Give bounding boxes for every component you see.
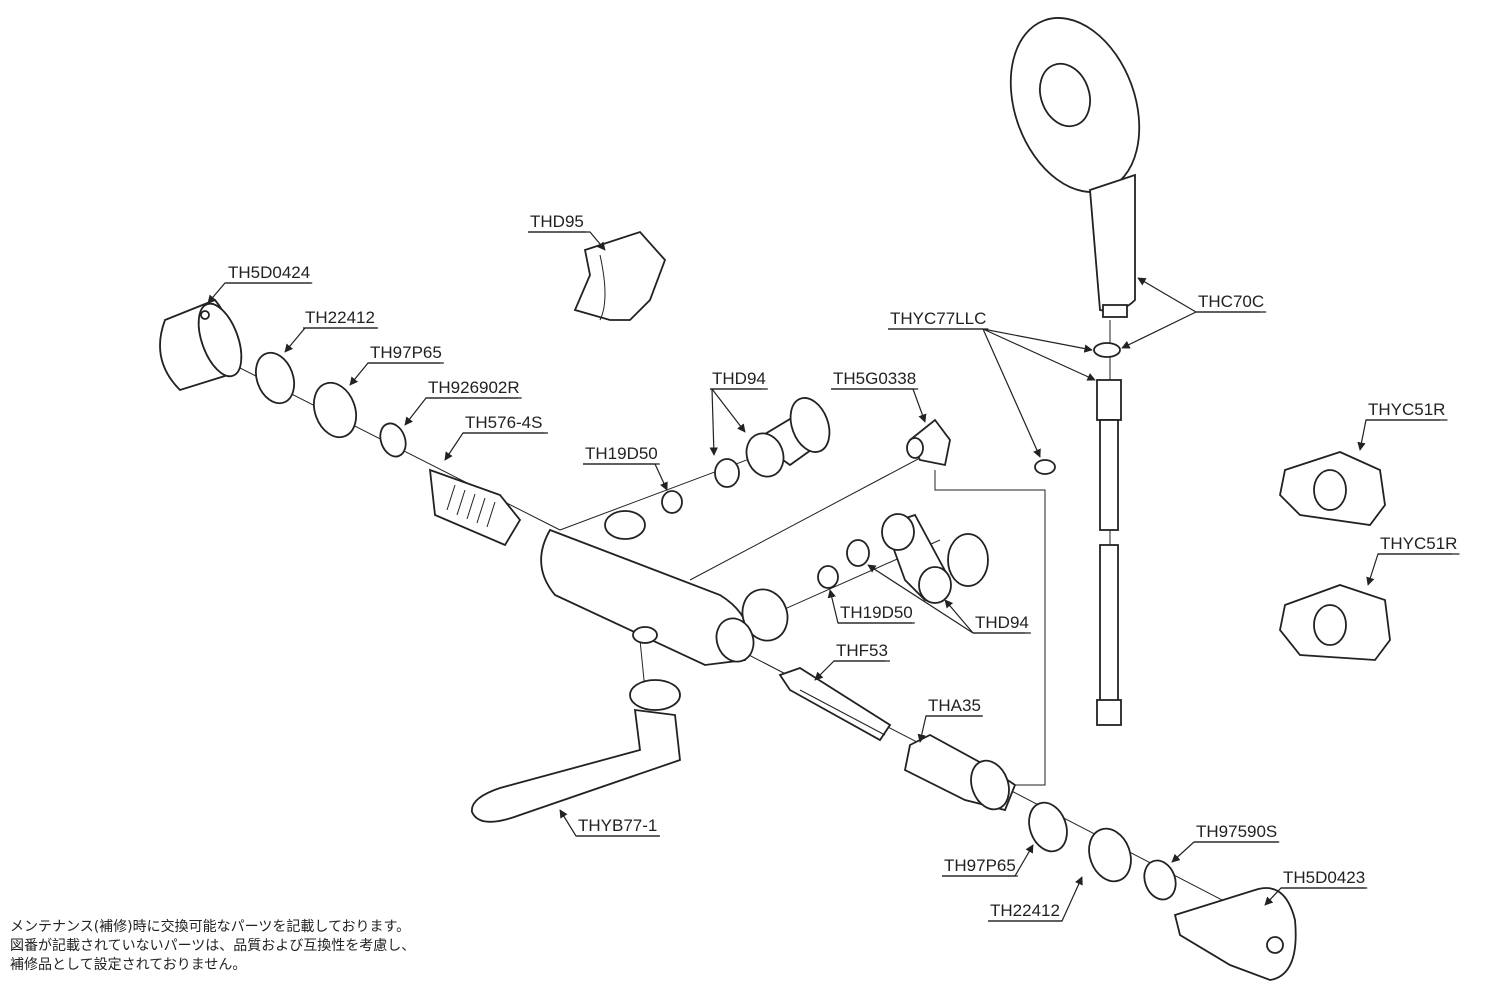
callout-thc70c: THC70C <box>1121 277 1267 349</box>
callout-th22412-left: TH22412 <box>284 308 378 353</box>
svg-text:TH5D0423: TH5D0423 <box>1283 868 1365 887</box>
svg-text:TH22412: TH22412 <box>305 308 375 327</box>
callout-thf53: THF53 <box>814 641 890 681</box>
part-ring-th22412-left <box>254 351 296 405</box>
part-filter-thf53 <box>778 667 892 742</box>
part-holder-thd95 <box>573 230 667 321</box>
svg-text:THYC51R: THYC51R <box>1380 534 1457 553</box>
part-shower-head-thc70c <box>1009 17 1141 318</box>
svg-text:TH97P65: TH97P65 <box>370 343 442 362</box>
note-line-2: 図番が記載されていないパーツは、品質および互換性を考慮し、 <box>10 938 416 954</box>
part-elbow-thd94-upper <box>745 397 831 478</box>
part-elbow-thd94-lower <box>881 513 989 604</box>
part-clip-th97590s <box>1143 859 1177 901</box>
svg-text:THYB77-1: THYB77-1 <box>578 816 657 835</box>
callout-th926902r: TH926902R <box>404 378 522 426</box>
callout-th5g0338: TH5G0338 <box>831 369 927 423</box>
part-cover-th5d0423 <box>1173 887 1297 981</box>
svg-text:THD95: THD95 <box>530 212 584 231</box>
part-adapter-tha35 <box>903 733 1017 812</box>
callout-thd95: THD95 <box>528 212 606 251</box>
callout-th97p65-right: TH97P65 <box>942 844 1034 877</box>
callout-th22412-right: TH22412 <box>988 876 1083 922</box>
callout-th5d0423: TH5D0423 <box>1264 868 1368 906</box>
callout-thyc51r-upper: THYC51R <box>1357 400 1448 451</box>
part-hook-thyc51r-upper <box>1279 451 1386 526</box>
part-ring-th22412-right <box>1088 827 1132 883</box>
part-washer-thyc77llc-top <box>1093 342 1121 358</box>
callout-tha35: THA35 <box>917 696 983 743</box>
note-line-1: メンテナンス(補修)時に交換可能なパーツを記載しております。 <box>10 919 411 935</box>
callout-th97590s: TH97590S <box>1171 822 1280 863</box>
maintenance-note: メンテナンス(補修)時に交換可能なパーツを記載しております。 図番が記載されてい… <box>10 918 415 975</box>
svg-text:THD94: THD94 <box>712 369 766 388</box>
part-strainer-th19d50-lower <box>817 565 839 589</box>
svg-text:TH926902R: TH926902R <box>428 378 520 397</box>
callout-th576-4s: TH576-4S <box>444 413 548 461</box>
part-valve-body <box>540 510 789 666</box>
callout-thyb77-1: THYB77-1 <box>559 809 660 837</box>
svg-text:TH576-4S: TH576-4S <box>465 413 542 432</box>
part-gasket-thd94-lower <box>846 539 870 567</box>
svg-text:TH97590S: TH97590S <box>1196 822 1277 841</box>
svg-text:THF53: THF53 <box>836 641 888 660</box>
callout-thyc77llc: THYC77LLC <box>888 309 1096 458</box>
callout-thd94-upper: THD94 <box>709 369 768 456</box>
callout-th97p65-left: TH97P65 <box>349 343 444 386</box>
callout-th5d0424: TH5D0424 <box>207 263 313 304</box>
part-cover-left <box>159 298 243 392</box>
svg-text:TH97P65: TH97P65 <box>944 856 1016 875</box>
callout-thd94-lower: THD94 <box>867 564 1031 634</box>
part-strainer-th19d50-upper <box>661 490 683 514</box>
svg-text:THD94: THD94 <box>975 613 1029 632</box>
note-line-3: 補修品として設定されておりません。 <box>10 957 247 973</box>
part-washer-thyc77llc-side <box>1034 459 1056 475</box>
svg-text:TH19D50: TH19D50 <box>840 603 913 622</box>
svg-text:TH19D50: TH19D50 <box>585 444 658 463</box>
part-spout-thyb77-1 <box>471 679 681 823</box>
svg-text:TH22412: TH22412 <box>990 901 1060 920</box>
part-elbow-th5g0338 <box>906 418 951 467</box>
svg-text:THYC77LLC: THYC77LLC <box>890 309 986 328</box>
svg-text:THYC51R: THYC51R <box>1368 400 1445 419</box>
part-nut-th97p65-left <box>313 381 357 439</box>
callout-th19d50-upper: TH19D50 <box>583 444 668 491</box>
part-hook-thyc51r-lower <box>1279 584 1391 661</box>
part-nut-th97p65-right <box>1028 801 1068 853</box>
part-cartridge-th576-4s <box>428 468 522 547</box>
part-hose-thyc77llc <box>1096 379 1122 726</box>
svg-text:TH5D0424: TH5D0424 <box>228 263 310 282</box>
part-gasket-thd94-upper <box>714 458 740 488</box>
svg-text:TH5G0338: TH5G0338 <box>833 369 916 388</box>
callout-th19d50-lower: TH19D50 <box>827 589 915 624</box>
svg-text:THA35: THA35 <box>928 696 981 715</box>
callout-thyc51r-lower: THYC51R <box>1366 534 1460 586</box>
part-clip-th926902r <box>379 422 407 458</box>
svg-text:THC70C: THC70C <box>1198 292 1264 311</box>
